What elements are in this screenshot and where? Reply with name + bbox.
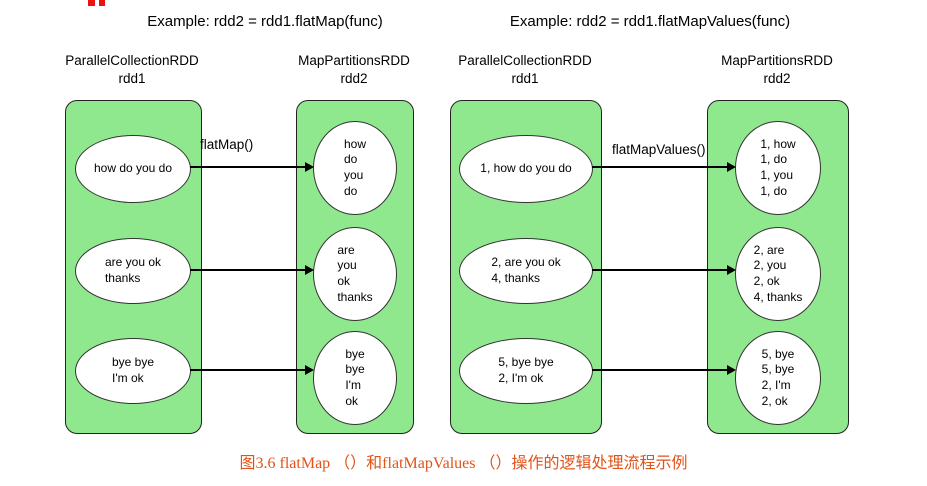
partition-text: are you ok thanks (337, 242, 373, 304)
flow-arrow-icon (592, 162, 736, 172)
arrow-label-flatmapvalues: flatMapValues() (612, 142, 706, 157)
flow-arrow-icon (190, 365, 314, 375)
partition-node: how do you do (75, 135, 191, 203)
partition-node: 1, how do you do (459, 135, 593, 203)
partition-text: 5, bye bye 2, I'm ok (498, 355, 554, 385)
cutoff-red-mark (99, 0, 105, 6)
example-title-flatmapvalues: Example: rdd2 = rdd1.flatMapValues(func) (509, 13, 791, 30)
partition-text: bye bye I'm ok (345, 346, 365, 408)
partition-text: how do you do (93, 161, 173, 176)
partition-node: are you ok thanks (75, 238, 191, 304)
partition-text: bye bye I'm ok (111, 355, 155, 385)
partition-text: 1, how 1, do 1, you 1, do (760, 136, 796, 198)
partition-text: 5, bye 5, bye 2, I'm 2, ok (761, 346, 795, 408)
flow-arrow-icon (592, 265, 736, 275)
partition-text: 1, how do you do (480, 161, 572, 176)
example-title-flatmap: Example: rdd2 = rdd1.flatMap(func) (147, 13, 383, 30)
figure-caption: 图3.6 flatMap （）和flatMapValues （）操作的逻辑处理流… (239, 455, 688, 472)
flatmapvalues-rdd2-header: MapPartitionsRDD rdd2 (721, 53, 833, 87)
partition-node: 1, how 1, do 1, you 1, do (735, 121, 821, 215)
partition-node: 2, are 2, you 2, ok 4, thanks (735, 227, 821, 321)
flatmap-rdd1-header: ParallelCollectionRDD rdd1 (65, 53, 199, 87)
cutoff-red-mark (88, 0, 95, 6)
partition-node: bye bye I'm ok (313, 331, 397, 425)
partition-text: are you ok thanks (104, 255, 162, 285)
partition-node: 5, bye bye 2, I'm ok (459, 338, 593, 404)
partition-text: how do you do (343, 136, 366, 198)
partition-text: 2, are 2, you 2, ok 4, thanks (753, 242, 803, 304)
flow-arrow-icon (190, 162, 314, 172)
flatmapvalues-rdd1-header: ParallelCollectionRDD rdd1 (458, 53, 592, 87)
flatmap-rdd2-header: MapPartitionsRDD rdd2 (298, 53, 410, 87)
flow-arrow-icon (592, 365, 736, 375)
partition-node: 5, bye 5, bye 2, I'm 2, ok (735, 331, 821, 425)
partition-node: bye bye I'm ok (75, 338, 191, 404)
flow-arrow-icon (190, 265, 314, 275)
arrow-label-flatmap: flatMap() (200, 137, 254, 152)
partition-node: how do you do (313, 121, 397, 215)
partition-node: 2, are you ok 4, thanks (459, 238, 593, 304)
partition-text: 2, are you ok 4, thanks (491, 255, 561, 285)
partition-node: are you ok thanks (313, 227, 397, 321)
